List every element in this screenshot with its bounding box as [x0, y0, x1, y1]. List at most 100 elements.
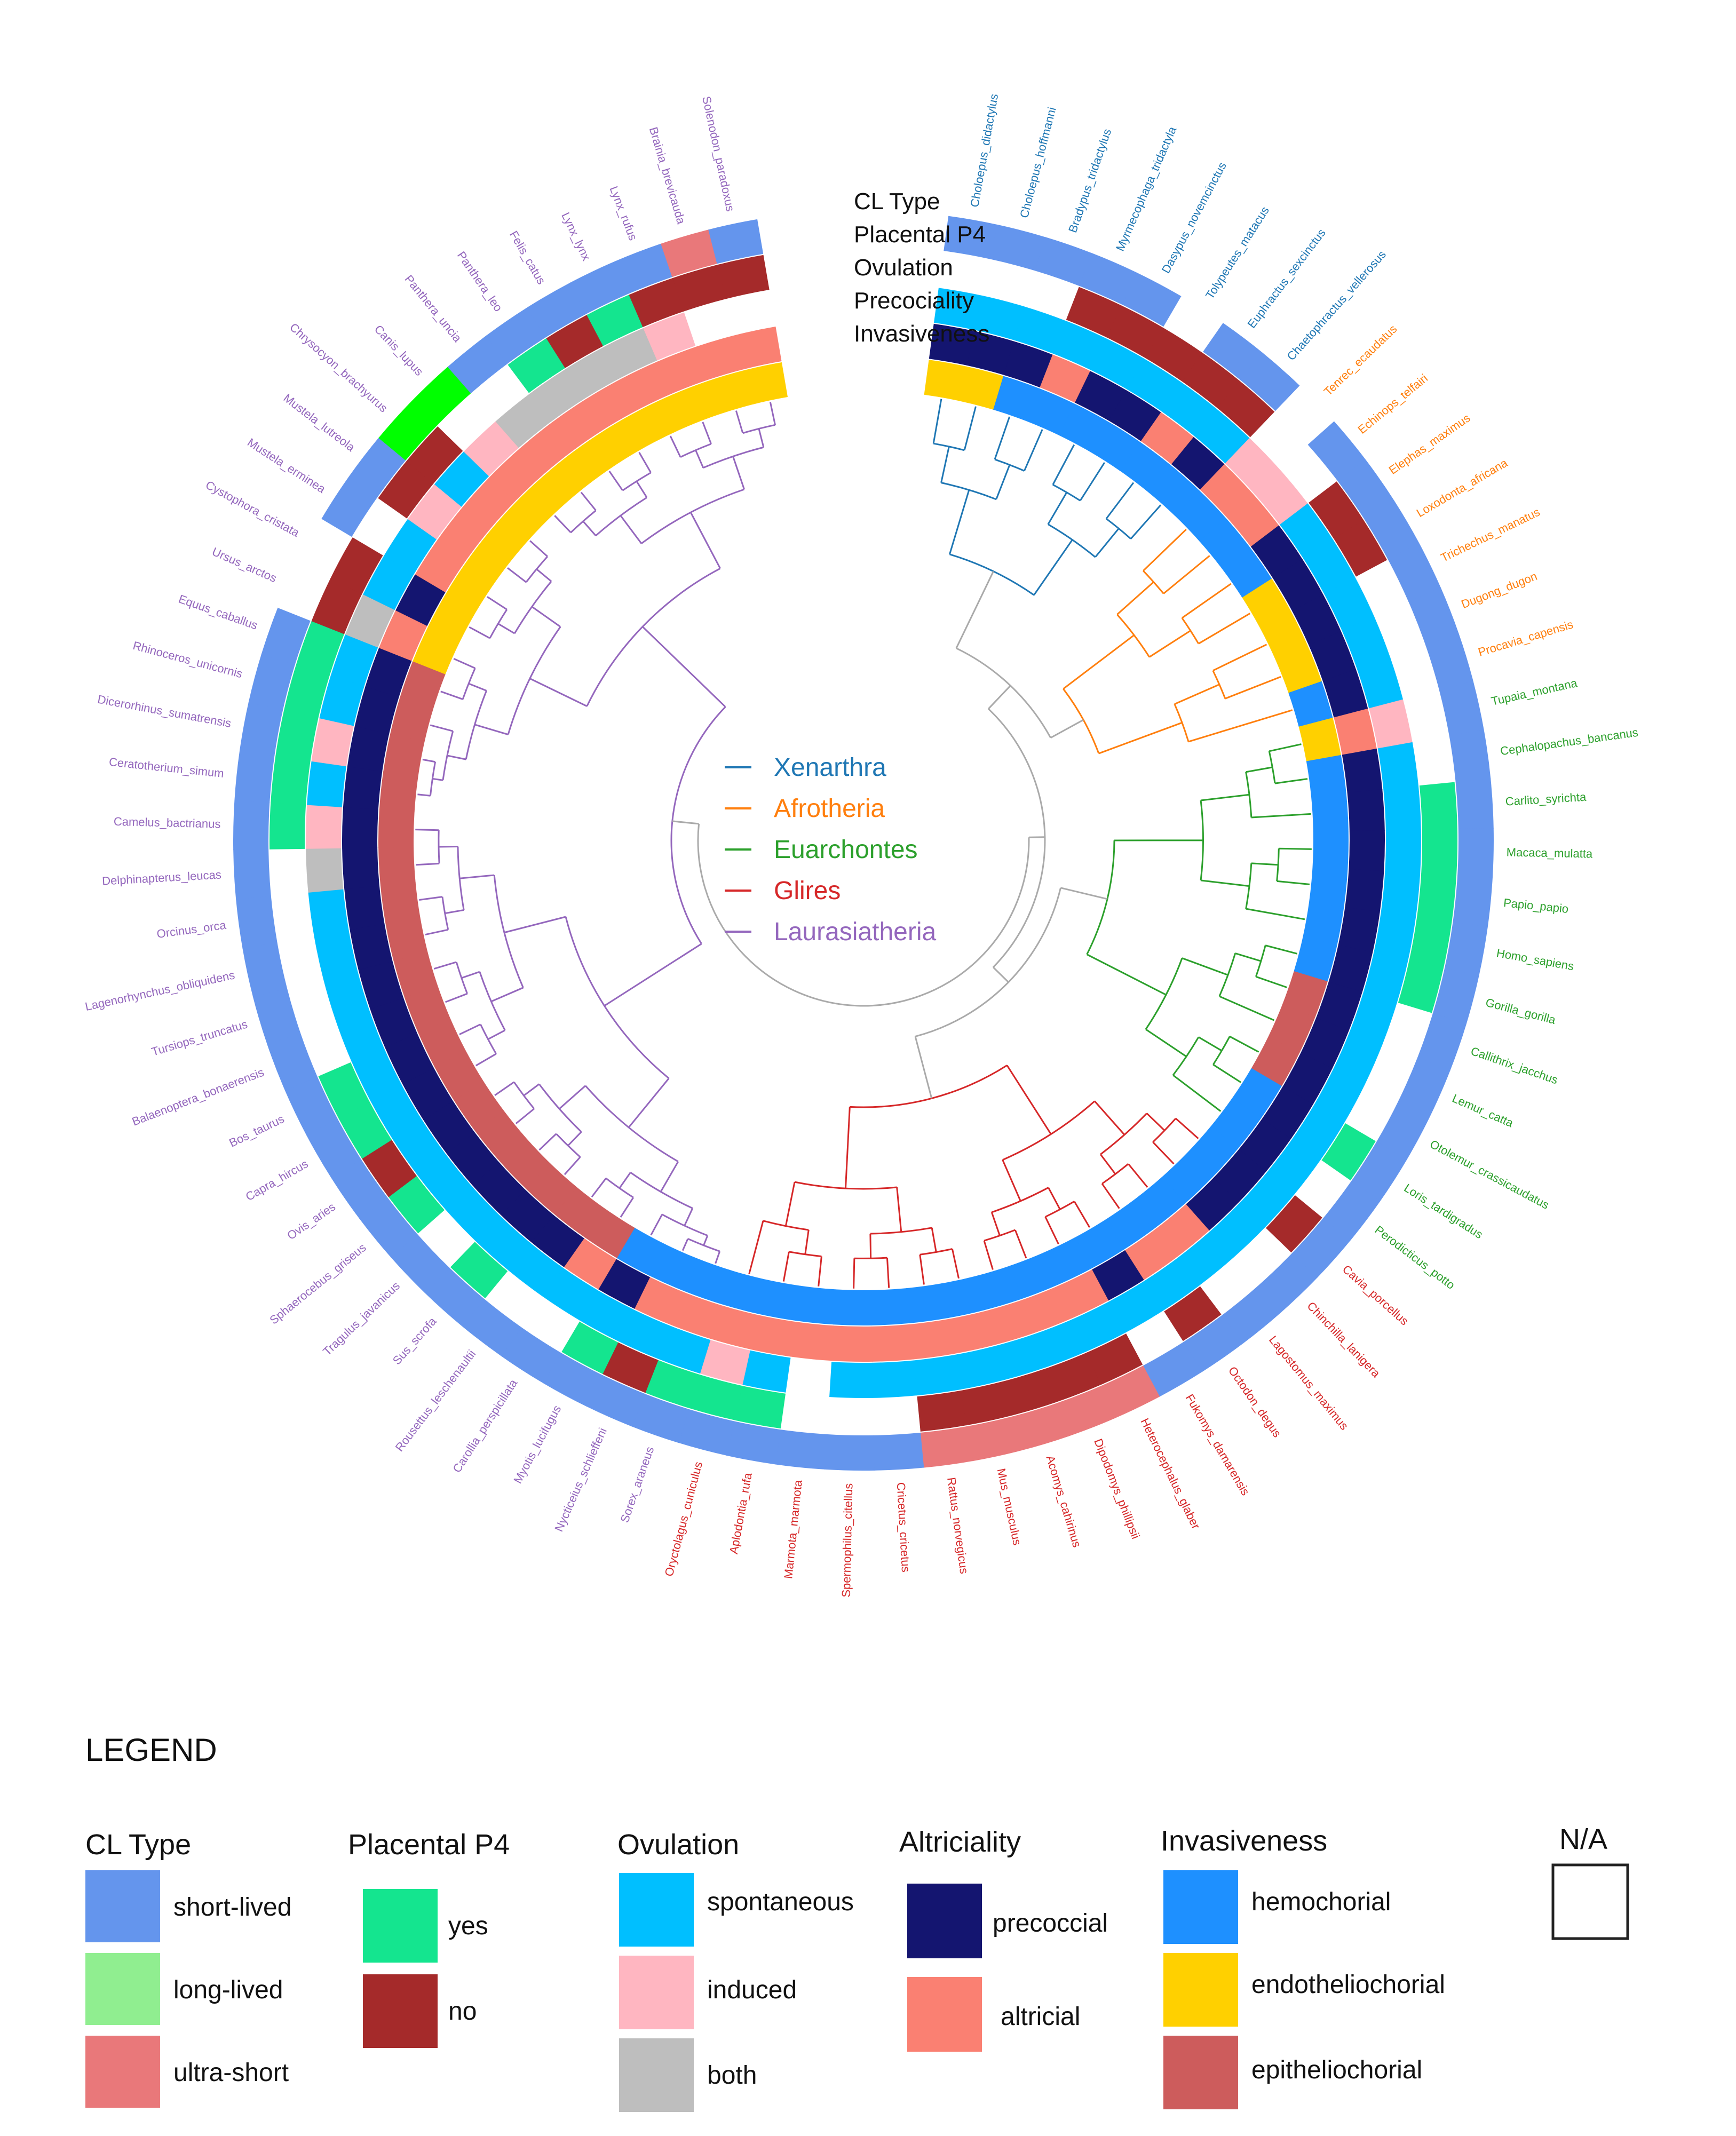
tree-branch: [507, 567, 527, 583]
trait-cell: [1120, 442, 1171, 493]
trait-cell: [307, 761, 347, 807]
trait-cell: [708, 219, 764, 264]
tree-branch: [1219, 995, 1275, 1021]
trait-cell: [1163, 296, 1224, 352]
trait-cell: [1338, 907, 1380, 953]
trait-cell: [1163, 1286, 1222, 1341]
tree-branch: [447, 755, 466, 760]
taxon-label: Callithrix_jacchus: [1469, 1044, 1560, 1087]
tree-branch: [1143, 528, 1187, 571]
trait-cell: [1398, 960, 1444, 1014]
trait-cell: [1143, 1341, 1203, 1397]
trait-cell: [1250, 411, 1307, 470]
trait-cell: [462, 1298, 522, 1356]
trait-cell: [1021, 1286, 1072, 1333]
trait-cell: [261, 607, 311, 665]
taxon-label: Loris_tardigradus: [1402, 1181, 1486, 1241]
taxon-label: Balaenoptera_bonaerensis: [130, 1065, 266, 1128]
trait-cell: [726, 290, 776, 335]
trait-cell: [546, 314, 604, 368]
trait-cell: [974, 295, 1025, 340]
trait-cell: [989, 224, 1046, 271]
trait-cell: [463, 421, 519, 477]
tree-branch: [748, 1220, 764, 1274]
trait-cell: [1275, 385, 1335, 446]
trait-cell: [342, 847, 380, 890]
trait-cell: [363, 555, 415, 610]
trait-cell: [1187, 1126, 1239, 1178]
trait-cell: [1100, 1365, 1160, 1419]
tree-branch: [1044, 1216, 1059, 1245]
tree-branch: [951, 1249, 960, 1279]
trait-cell: [447, 335, 508, 394]
trait-cell: [501, 1327, 561, 1384]
taxon-label: Nycticeius_schlieffeni: [552, 1426, 609, 1534]
trait-cell: [284, 1076, 338, 1136]
trait-cell: [239, 702, 283, 756]
taxon-label: Procavia_capensis: [1477, 617, 1575, 659]
trait-cell: [343, 766, 383, 810]
taxon-label: Acomys_cahirinus: [1043, 1454, 1083, 1549]
trait-cell: [485, 1271, 543, 1327]
trait-cell: [499, 1138, 551, 1189]
trait-cell: [350, 923, 393, 970]
tree-branch: [1094, 1100, 1125, 1136]
trait-cell: [1124, 1228, 1178, 1281]
tree-branch: [1251, 862, 1279, 866]
taxon-label: Bos_taurus: [227, 1112, 286, 1150]
tree-branch: [1182, 583, 1232, 619]
trait-cell: [994, 1334, 1045, 1380]
trait-cell: [1090, 338, 1145, 390]
tree-branch: [513, 1081, 535, 1109]
trait-cell: [519, 423, 573, 475]
trait-cell: [1322, 669, 1368, 718]
tree-branch: [695, 450, 704, 469]
trait-cell: [486, 307, 546, 364]
trait-cell: [573, 430, 624, 480]
trait-cell: [1012, 1403, 1069, 1451]
trait-cell: [958, 366, 1004, 410]
legend-group-placental-p4: Placental P4 yes no: [348, 1829, 510, 2048]
tree-branch: [684, 1208, 694, 1226]
ring-label-invasiveness: Invasiveness: [854, 321, 989, 347]
taxon-label: Choloepus_didactylus: [968, 93, 1001, 208]
legend-group-invasiveness: Invasiveness hemochorial endotheliochori…: [1161, 1825, 1445, 2109]
trait-cell: [685, 1258, 732, 1305]
trait-cell: [1351, 1141, 1407, 1202]
taxon-label: Echinops_telfairi: [1355, 371, 1431, 436]
tree-branch: [628, 1077, 670, 1128]
trait-cell: [1033, 1319, 1087, 1368]
trait-cell: [721, 1270, 766, 1314]
trait-cell: [1045, 1352, 1101, 1402]
trait-cell: [1449, 729, 1491, 783]
trait-cell: [966, 331, 1014, 375]
tree-branch: [445, 992, 468, 1003]
trait-cell: [1144, 1257, 1200, 1311]
trait-cell: [404, 986, 451, 1034]
tree-branch: [914, 1036, 933, 1099]
legend-label-long-lived: long-lived: [173, 1976, 283, 2004]
trait-cell: [1408, 587, 1459, 646]
trait-cell: [1075, 371, 1127, 421]
trait-cell: [531, 1214, 584, 1267]
taxon-label: Sorex_araneus: [617, 1445, 656, 1524]
trait-cell: [944, 216, 998, 259]
tree-branch: [702, 422, 712, 444]
taxon-label: Chinchilla_lanigera: [1304, 1299, 1383, 1380]
tree-branch: [735, 410, 744, 434]
tree-branch: [990, 1212, 1001, 1236]
taxon-label: Delphinapterus_leucas: [102, 868, 222, 887]
tree-branch: [1198, 1036, 1223, 1052]
tree-branch: [432, 777, 443, 781]
trait-cell: [775, 1429, 827, 1470]
trait-rings: [233, 216, 1494, 1471]
trait-cell: [1444, 922, 1488, 976]
tree-branch: [417, 793, 431, 797]
trait-cell: [1322, 1181, 1381, 1241]
trait-cell: [308, 888, 349, 936]
trait-cell: [475, 1110, 526, 1162]
taxon-label: Bradypus_tridactylus: [1066, 127, 1114, 234]
trait-cell: [824, 1434, 875, 1471]
trait-cell: [1225, 438, 1280, 494]
